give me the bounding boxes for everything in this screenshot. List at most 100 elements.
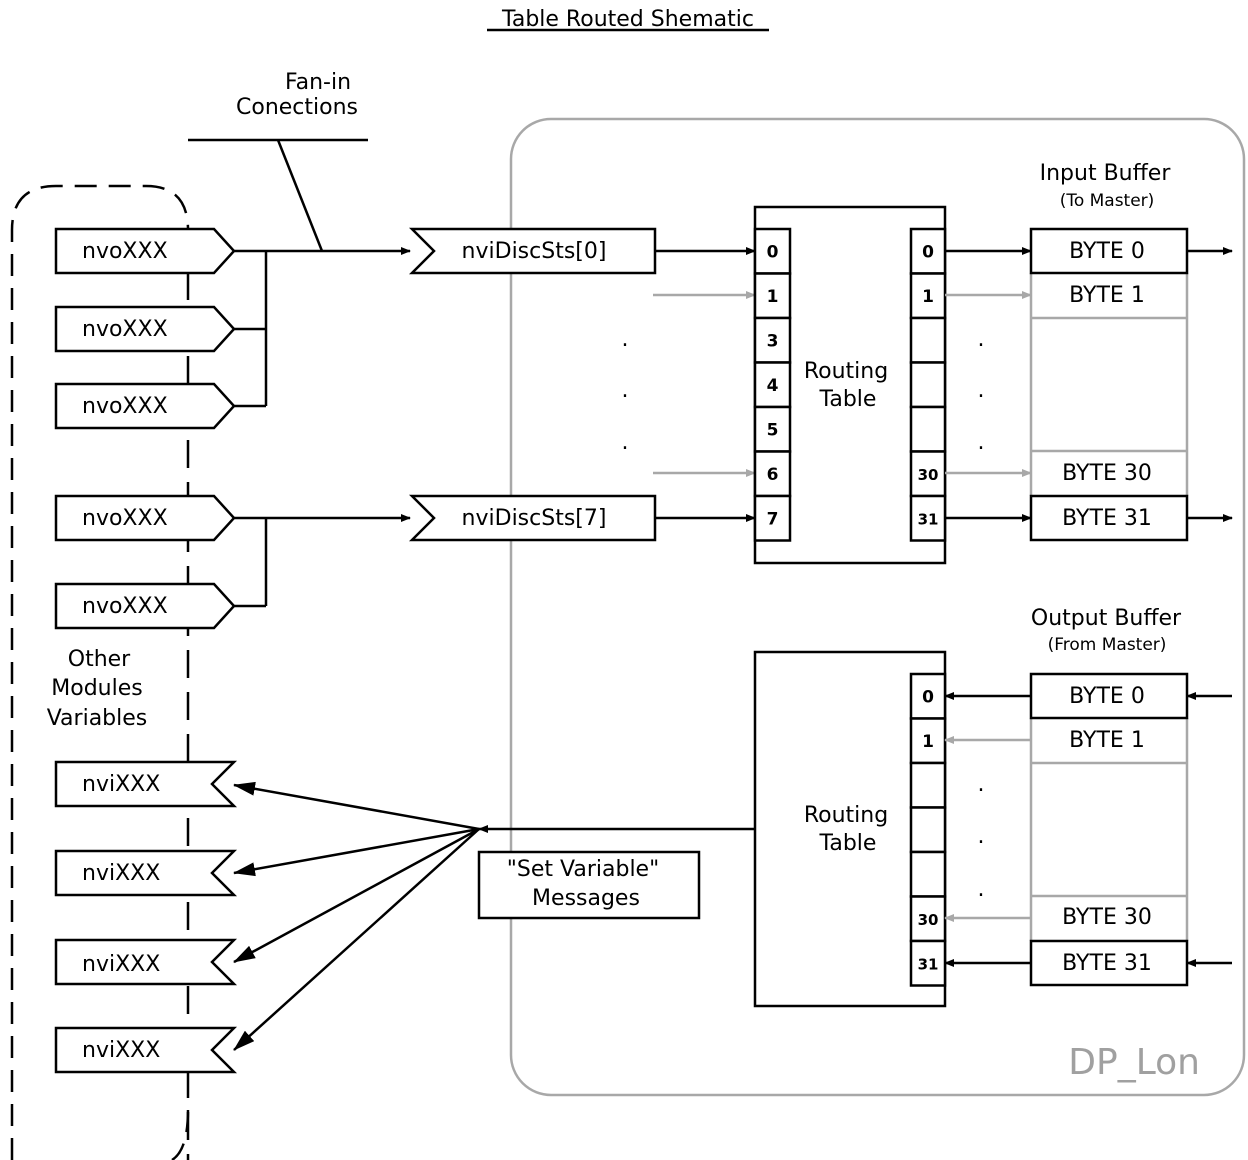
other-modules-label: Other Modules Variables [30,640,170,740]
svg-text:nviXXX: nviXXX [82,1038,160,1063]
input-buffer-title: Input Buffer (To Master) [1040,161,1172,211]
svg-text:.: . [978,378,985,403]
ellipsis-input-buffer: . . . [978,327,985,455]
routing-port-label: 4 [767,376,779,396]
input-buffer-byte: BYTE 0 [1069,239,1145,264]
input-routing-right-ports: 0 1 30 31 [909,227,947,542]
routing-port-cell [909,316,947,364]
svg-text:Modules: Modules [51,676,142,701]
svg-text:Messages: Messages [532,886,640,911]
svg-text:Fan-in: Fan-in [285,70,351,95]
output-buffer-byte: BYTE 1 [1069,728,1145,753]
routing-port-label: 0 [767,242,779,262]
svg-text:nvoXXX: nvoXXX [82,317,168,342]
routing-port-label: 3 [767,331,779,351]
output-buffer-title: Output Buffer (From Master) [1031,606,1182,655]
svg-text:(To Master): (To Master) [1060,191,1155,211]
fan-in-wires-group-1 [234,247,411,408]
dp-lon-device-outline [509,117,1246,1097]
routing-port-cell [909,939,947,987]
svg-text:nvoXXX: nvoXXX [82,594,168,619]
routing-port-cell [753,272,792,320]
svg-text:.: . [978,824,985,849]
routing-port-cell [909,227,947,275]
svg-text:nviXXX: nviXXX [82,861,160,886]
svg-text:nvoXXX: nvoXXX [82,506,168,531]
routing-port-label: 5 [767,420,779,440]
disc-input-variable: nviDiscSts[0] [408,227,657,275]
routing-port-cell [909,494,947,542]
svg-text:Other: Other [68,647,131,672]
svg-text:Table: Table [819,831,877,856]
svg-text:.: . [622,378,629,403]
routing-port-label: 0 [922,687,934,707]
svg-text:nviXXX: nviXXX [82,952,160,977]
svg-text:.: . [978,772,985,797]
output-variable: nvoXXX [54,227,236,275]
routing-port-label: 30 [918,911,939,929]
routing-port-cell [909,850,947,898]
svg-text:.: . [978,430,985,455]
svg-text:Routing: Routing [804,359,888,384]
routing-port-label: 0 [922,242,934,262]
routing-port-cell [909,272,947,320]
svg-text:(From Master): (From Master) [1048,635,1167,655]
routing-port-cell [753,316,792,364]
fan-in-leader [276,139,324,252]
other-modules-outline [10,184,190,1160]
other-modules-bottom-corner [171,1109,190,1160]
svg-text:Output Buffer: Output Buffer [1031,606,1182,631]
routing-port-cell [753,227,792,275]
output-buffer-byte: BYTE 0 [1069,684,1145,709]
routing-port-label: 6 [767,465,779,485]
svg-text:.: . [978,877,985,902]
diagram-title: Table Routed Shematic [501,7,754,32]
output-variable: nvoXXX [54,582,236,630]
output-variable: nvoXXX [54,382,236,430]
input-routing-left-ports: 0 1 3 4 5 6 7 [753,227,792,542]
routing-port-label: 1 [922,287,934,307]
ellipsis-inputs: . . . [622,327,629,455]
routing-port-cell [753,450,792,498]
input-variable: nviXXX [54,938,238,986]
routing-port-label: 31 [918,510,939,528]
routing-port-label: 31 [918,955,939,973]
routing-port-cell [909,361,947,409]
output-buffer: BYTE 0 BYTE 1 BYTE 30 BYTE 31 [1029,672,1189,987]
disc-input-variable: nviDiscSts[7] [408,494,657,542]
input-variable: nviXXX [54,1026,238,1074]
svg-text:Table: Table [819,387,877,412]
svg-text:.: . [622,430,629,455]
output-variable: nvoXXX [54,494,236,542]
svg-text:nvoXXX: nvoXXX [82,394,168,419]
fan-in-wires-group-2 [234,514,411,608]
svg-text:Routing: Routing [804,803,888,828]
svg-text:.: . [978,327,985,352]
output-buffer-byte: BYTE 30 [1062,905,1152,930]
input-buffer-byte: BYTE 31 [1062,506,1152,531]
output-buffer-byte: BYTE 31 [1062,951,1152,976]
svg-text:nviDiscSts[7]: nviDiscSts[7] [462,506,607,531]
input-buffer-byte: BYTE 30 [1062,461,1152,486]
input-variable: nviXXX [54,760,238,808]
svg-text:.: . [622,327,629,352]
set-variable-label: "Set Variable" Messages [477,850,701,920]
routing-port-label: 7 [767,509,779,529]
output-variable: nvoXXX [54,305,236,353]
svg-text:"Set Variable": "Set Variable" [507,857,659,882]
routing-port-cell [909,672,947,720]
input-buffer: BYTE 0 BYTE 1 BYTE 30 BYTE 31 [1029,227,1189,542]
set-variable-fanout [233,781,480,1051]
svg-text:nviDiscSts[0]: nviDiscSts[0] [462,239,607,264]
ellipsis-output-buffer: . . . [978,772,985,902]
svg-text:nvoXXX: nvoXXX [82,239,168,264]
svg-text:Input Buffer: Input Buffer [1040,161,1172,186]
input-variable: nviXXX [54,849,238,897]
routing-port-cell [909,806,947,854]
routing-port-cell [909,761,947,809]
routing-port-label: 1 [767,287,779,307]
routing-port-cell [753,494,792,542]
routing-port-label: 30 [918,466,939,484]
